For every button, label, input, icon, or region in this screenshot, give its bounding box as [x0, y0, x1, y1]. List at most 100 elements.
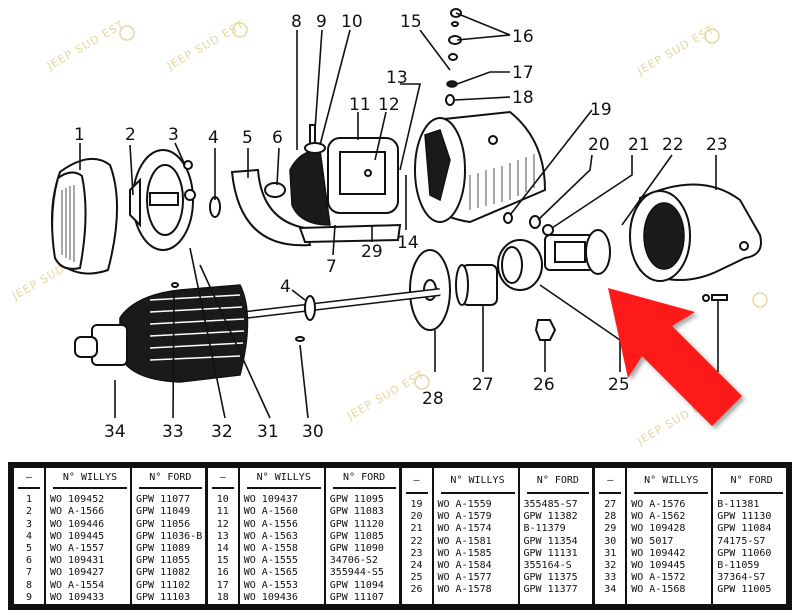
part-number-cell: 13 [216, 530, 229, 542]
part-27-sleeve [455, 264, 498, 306]
ford-number-cell: GPW 11120 [329, 518, 384, 530]
ford-number-cell: GPW 11005 [717, 584, 772, 596]
callout-6: 6 [272, 128, 283, 148]
exploded-diagram: JEEP SUD EST JEEP SUD EST JEEP SUD EST J… [9, 8, 768, 448]
part-number-cell: 9 [25, 591, 33, 603]
ford-number-cell: GPW 11090 [329, 542, 384, 554]
part-34-armature [74, 284, 441, 383]
willys-number-header: N° WILLYS [246, 468, 321, 490]
part-1-cover-band [51, 157, 119, 275]
part-number-cell: 5 [25, 542, 33, 554]
ford-number-cell: 37364-S7 [717, 572, 766, 584]
part-number-cell: 7 [25, 567, 33, 579]
callout-28: 28 [422, 389, 444, 409]
ford-number-cell: GPW 11083 [329, 506, 384, 518]
part-14-housing [413, 110, 547, 224]
ford-number-cell: GPW 11049 [136, 506, 191, 518]
willys-number-cell: WO A-1560 [243, 506, 298, 518]
callout-1: 1 [74, 125, 85, 145]
willys-number-cell: WO A-1555 [243, 555, 298, 567]
willys-number-header: N° WILLYS [440, 468, 515, 494]
ford-number-cell: GPW 11102 [136, 579, 191, 591]
part-number-header: — [405, 468, 428, 494]
part-number-cell: 31 [604, 547, 617, 559]
callout-26: 26 [533, 375, 555, 395]
willys-number-cell: WO 109446 [50, 518, 105, 530]
callout-4: 4 [208, 128, 219, 148]
willys-number-cell: WO A-1574 [437, 523, 492, 535]
callout-5: 5 [242, 128, 253, 148]
part-33-screw [171, 282, 179, 288]
callout-8: 8 [291, 12, 302, 32]
part-number-cell: 26 [410, 584, 423, 596]
ford-number-cell: GPW 11354 [523, 535, 578, 547]
callout-11: 11 [349, 95, 371, 115]
ford-number-cell: GPW 11107 [329, 591, 384, 603]
callout-29: 29 [361, 242, 383, 262]
callout-labels: 1 2 3 4 5 6 7 8 9 10 11 12 13 14 15 16 1… [74, 12, 728, 442]
ford-number-cell: B-11381 [717, 499, 760, 510]
callout-13: 13 [386, 68, 408, 88]
part-number-header: — [18, 468, 40, 490]
ford-number-header: N° FORD [720, 468, 783, 494]
callout-31: 31 [257, 422, 279, 442]
part-number-header: — [211, 468, 234, 490]
ford-number-cell: GPW 11382 [523, 511, 578, 523]
willys-number-cell: WO A-1557 [50, 542, 105, 554]
part-23-drive-housing [629, 183, 762, 282]
part-number-cell: 29 [604, 523, 617, 535]
callout-22: 22 [662, 135, 684, 155]
part-22-drive-pinion [544, 229, 611, 275]
ford-number-cell: GPW 11085 [329, 530, 384, 542]
part-number-cell: 8 [25, 579, 33, 591]
part-number-cell: 11 [216, 506, 229, 518]
ford-number-cell: GPW 11082 [136, 567, 191, 579]
part-number-cell: 12 [216, 518, 229, 530]
callout-20: 20 [588, 135, 610, 155]
callout-21: 21 [628, 135, 650, 155]
highlight-arrow [608, 288, 742, 426]
willys-number-cell: WO 109437 [243, 494, 298, 506]
willys-number-cell: WO A-1559 [437, 499, 492, 510]
part-number-cell: 20 [410, 511, 423, 523]
willys-number-cell: WO 109445 [50, 530, 105, 542]
callout-30: 30 [302, 422, 324, 442]
callout-14: 14 [397, 233, 419, 253]
ford-number-cell: 74175-S7 [717, 535, 766, 547]
parts-15-18-washers [445, 8, 462, 106]
willys-number-cell: WO 109433 [50, 591, 105, 603]
ford-number-header: N° FORD [526, 468, 590, 494]
part-number-cell: 32 [604, 560, 617, 572]
willys-number-cell: WO 109442 [631, 547, 686, 559]
callout-18: 18 [512, 88, 534, 108]
ford-number-cell: GPW 11377 [523, 584, 578, 596]
part-number-cell: 16 [216, 567, 229, 579]
watermark-text: JEEP SUD EST [44, 18, 127, 73]
part-number-cell: 21 [410, 523, 423, 535]
willys-number-cell: WO 5017 [631, 535, 674, 547]
callout-25: 25 [608, 375, 630, 395]
part-25-drive-spring [497, 239, 543, 291]
part-number-cell: 6 [25, 555, 33, 567]
ford-number-cell: B-11059 [717, 560, 760, 572]
willys-number-cell: WO A-1578 [437, 584, 492, 596]
part-number-cell: 17 [216, 579, 229, 591]
willys-number-cell: WO A-1562 [631, 511, 686, 523]
ford-number-cell: 355485-S7 [523, 499, 578, 510]
part-number-cell: 25 [410, 572, 423, 584]
callout-9: 9 [316, 12, 327, 32]
ford-number-cell: GPW 11056 [136, 518, 191, 530]
willys-number-cell: WO A-1554 [50, 579, 105, 591]
callout-33: 33 [162, 422, 184, 442]
part-number-cell: 19 [410, 499, 423, 510]
willys-number-cell: WO A-1565 [243, 567, 298, 579]
callout-32: 32 [211, 422, 233, 442]
